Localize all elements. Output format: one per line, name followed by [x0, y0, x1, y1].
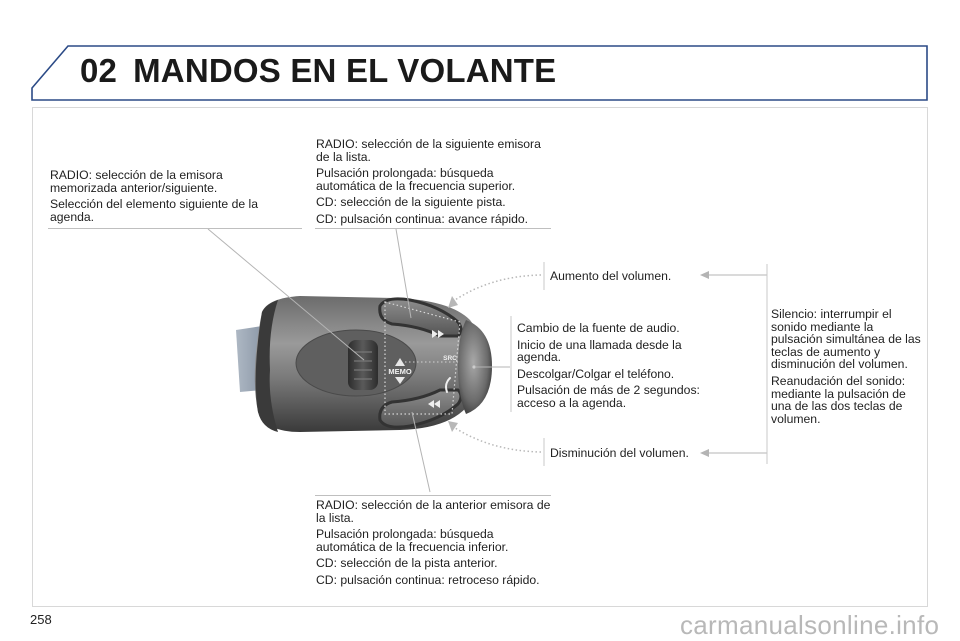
callout-text: Pulsación de más de 2 segundos: acceso a…	[517, 383, 700, 410]
callout-text: Aumento del volumen.	[550, 269, 672, 283]
callout-text: Pulsación prolongada: búsqueda automátic…	[316, 166, 516, 193]
watermark: carmanualsonline.info	[680, 610, 940, 640]
divider-top-center	[315, 228, 551, 229]
src-label: SRC	[443, 355, 457, 362]
callout-mute: Silencio: interrumpir el sonido mediante…	[771, 308, 921, 429]
memo-label: MEMO	[388, 367, 411, 376]
callout-volume-up: Aumento del volumen.	[550, 270, 710, 287]
arrow-down-icon	[395, 377, 405, 384]
page-title: 02 MANDOS EN EL VOLANTE	[80, 52, 556, 90]
callout-text: Reanudación del sonido: mediante la puls…	[771, 373, 906, 426]
leader-next	[395, 228, 412, 319]
next-volume-up-button[interactable]	[378, 297, 463, 338]
callout-text: CD: selección de la pista anterior.	[316, 556, 498, 571]
callout-next: RADIO: selección de la siguiente emisora…	[316, 138, 546, 230]
callout-text: RADIO: selección de la anterior emisora …	[316, 498, 551, 525]
callout-text: Cambio de la fuente de audio.	[517, 321, 680, 335]
source-phone-button[interactable]	[458, 320, 492, 414]
phone-icon	[445, 377, 451, 393]
callout-text: CD: pulsación continua: avance rápido.	[316, 211, 529, 226]
callout-text: Disminución del volumen.	[550, 446, 689, 460]
callout-source: Cambio de la fuente de audio. Inicio de …	[517, 322, 717, 414]
callout-text: Selección del elemento siguiente de la a…	[50, 197, 259, 224]
callout-previous: RADIO: selección de la anterior emisora …	[316, 499, 552, 591]
page-number: 258	[30, 612, 52, 627]
callout-text: Inicio de una llamada desde la agenda.	[517, 337, 682, 365]
divider-top-left	[48, 228, 302, 229]
callout-text: CD: selección de la siguiente pista.	[316, 195, 506, 210]
callout-text: Silencio: interrumpir el sonido mediante…	[771, 307, 921, 372]
chapter-title: MANDOS EN EL VOLANTE	[133, 52, 557, 89]
callout-volume-down: Disminución del volumen.	[550, 447, 710, 464]
memo-button[interactable]: MEMO	[388, 358, 412, 384]
header-frame	[31, 45, 928, 101]
callout-text: RADIO: selección de la siguiente emisora…	[316, 137, 541, 164]
leader-previous	[411, 411, 431, 493]
chapter-number: 02	[80, 52, 118, 89]
leader-thumbwheel	[207, 228, 365, 361]
content-box	[32, 107, 928, 607]
fast-forward-icon	[432, 330, 438, 338]
callout-text: Descolgar/Colgar el teléfono.	[517, 366, 675, 381]
rewind-icon	[434, 400, 440, 408]
divider-bottom-center	[315, 495, 551, 496]
arrow-up-icon	[395, 358, 405, 366]
callout-thumbwheel: RADIO: selección de la emisora memorizad…	[50, 169, 290, 227]
thumbwheel-button[interactable]	[348, 340, 378, 390]
callout-text: Pulsación prolongada: búsqueda automátic…	[316, 527, 509, 554]
callout-text: RADIO: selección de la emisora memorizad…	[50, 168, 223, 195]
callout-text: CD: pulsación continua: retroceso rápido…	[316, 572, 540, 587]
